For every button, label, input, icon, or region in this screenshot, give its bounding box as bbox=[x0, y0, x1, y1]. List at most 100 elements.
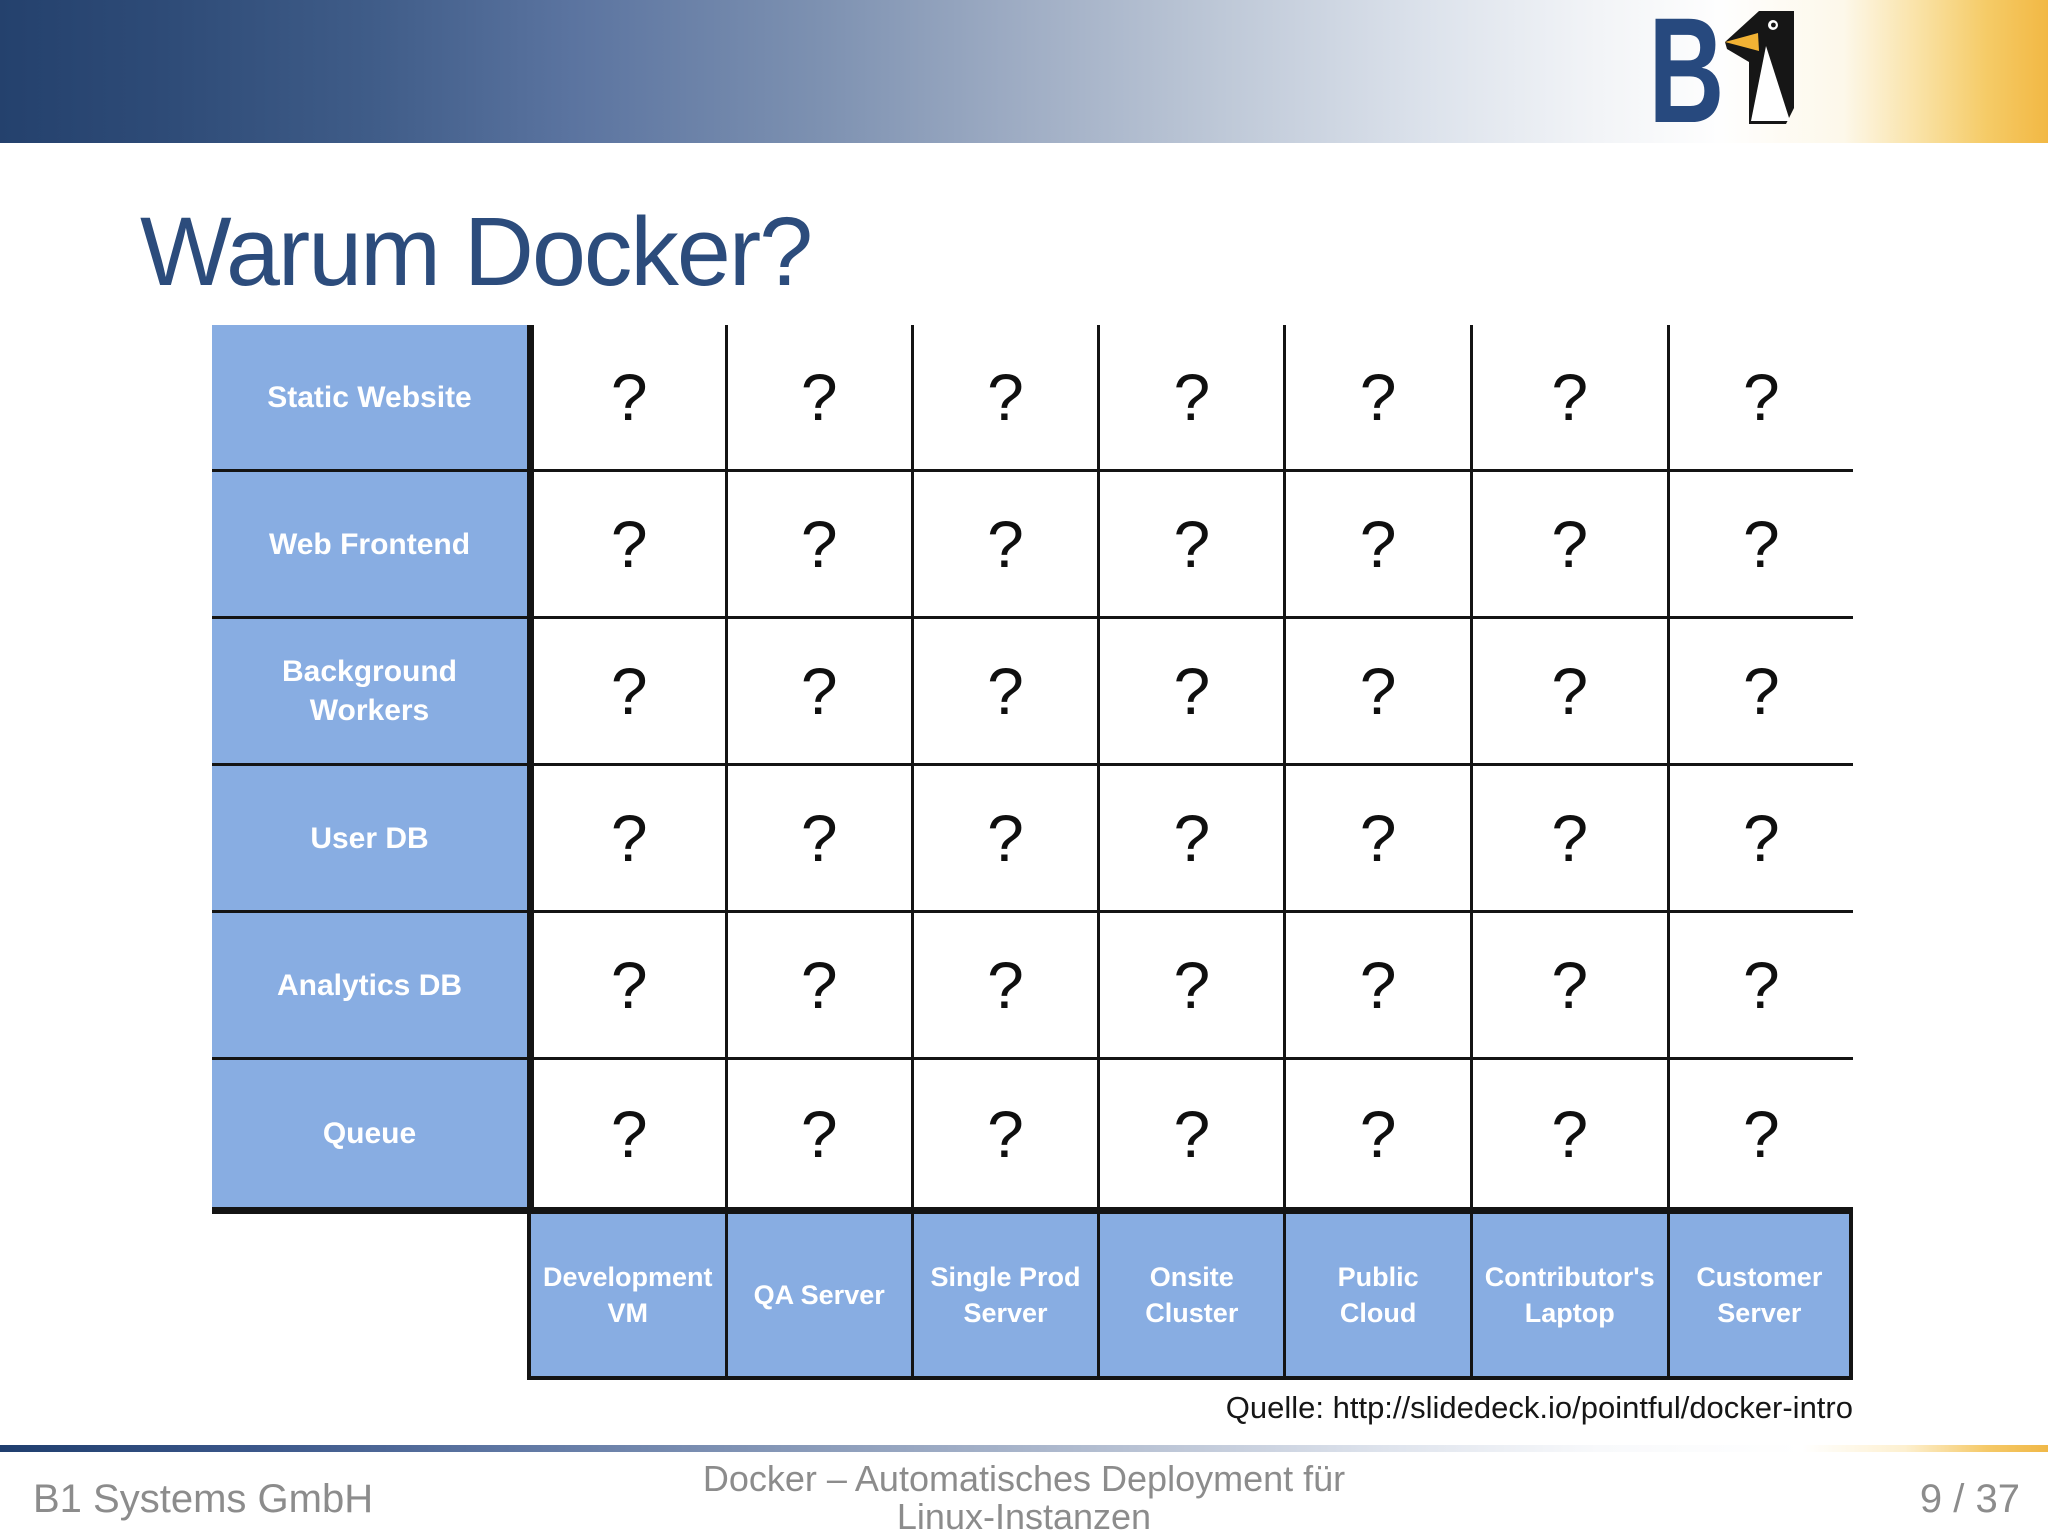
row-header-static-website: Static Website bbox=[212, 325, 527, 472]
matrix-cell-user-db--qa-server: ? bbox=[724, 766, 911, 913]
matrix-cell-static-website--development-vm: ? bbox=[527, 325, 725, 472]
question-mark: ? bbox=[1551, 654, 1589, 728]
question-mark: ? bbox=[1359, 360, 1397, 434]
question-mark: ? bbox=[1551, 507, 1589, 581]
svg-text:B: B bbox=[1649, 8, 1725, 128]
question-mark: ? bbox=[987, 1096, 1024, 1171]
question-mark: ? bbox=[1551, 948, 1589, 1022]
matrix-cell-static-website--contributor-s-laptop: ? bbox=[1469, 325, 1667, 472]
b1-logo: B bbox=[1649, 8, 1794, 128]
row-header-label: Analytics DB bbox=[276, 968, 463, 1002]
question-mark: ? bbox=[1173, 801, 1211, 875]
question-mark: ? bbox=[1359, 948, 1397, 1022]
matrix-cell-static-website--customer-server: ? bbox=[1666, 325, 1853, 472]
matrix-cell-queue--development-vm: ? bbox=[527, 1060, 725, 1207]
row-header-queue: Queue bbox=[212, 1060, 527, 1207]
question-mark: ? bbox=[1551, 360, 1589, 434]
question-mark: ? bbox=[610, 654, 648, 728]
footer-deck-title: Docker – Automatisches Deployment für Li… bbox=[703, 1460, 1345, 1536]
matrix-cell-web-frontend--customer-server: ? bbox=[1666, 472, 1853, 619]
question-mark: ? bbox=[1742, 654, 1780, 728]
matrix-cell-queue--public-cloud: ? bbox=[1283, 1060, 1470, 1207]
question-mark: ? bbox=[800, 654, 838, 728]
question-mark: ? bbox=[1742, 507, 1780, 581]
thick-divider-line bbox=[212, 1207, 1853, 1214]
question-mark: ? bbox=[1359, 654, 1397, 728]
matrix-cell-static-website--public-cloud: ? bbox=[1283, 325, 1470, 472]
footer-company: B1 Systems GmbH bbox=[33, 1477, 374, 1521]
column-header-qa-server: QA Server bbox=[724, 1214, 911, 1380]
matrix-cell-background-workers--single-prod-server: ? bbox=[910, 619, 1098, 766]
column-header-customer-server: Customer Server bbox=[1666, 1214, 1853, 1380]
row-header-web-frontend: Web Frontend bbox=[212, 472, 527, 619]
question-mark: ? bbox=[1359, 1096, 1397, 1171]
matrix-cell-user-db--single-prod-server: ? bbox=[910, 766, 1098, 913]
column-header-label: Single Prod Server bbox=[930, 1261, 1081, 1328]
question-mark: ? bbox=[987, 360, 1024, 434]
matrix-cell-analytics-db--customer-server: ? bbox=[1666, 913, 1853, 1060]
question-mark: ? bbox=[1173, 1096, 1211, 1171]
matrix-cell-queue--contributor-s-laptop: ? bbox=[1469, 1060, 1667, 1207]
question-mark: ? bbox=[1359, 801, 1397, 875]
question-mark: ? bbox=[800, 1096, 838, 1171]
question-mark: ? bbox=[1742, 360, 1780, 434]
question-mark: ? bbox=[610, 1096, 648, 1171]
question-mark: ? bbox=[1742, 1096, 1780, 1171]
question-mark: ? bbox=[1551, 1096, 1589, 1171]
matrix-cell-queue--onsite-cluster: ? bbox=[1097, 1060, 1284, 1207]
matrix-cell-web-frontend--single-prod-server: ? bbox=[910, 472, 1098, 619]
row-header-analytics-db: Analytics DB bbox=[212, 913, 527, 1060]
matrix-cell-static-website--single-prod-server: ? bbox=[910, 325, 1098, 472]
question-mark: ? bbox=[800, 360, 838, 434]
matrix-cell-background-workers--customer-server: ? bbox=[1666, 619, 1853, 766]
question-mark: ? bbox=[1742, 948, 1780, 1022]
row-header-label: Web Frontend bbox=[268, 527, 471, 561]
footer-deck-title-line1: Docker – Automatisches Deployment für bbox=[702, 1458, 1346, 1499]
penguin-icon bbox=[1725, 11, 1794, 124]
page-title: Warum Docker? bbox=[140, 197, 813, 306]
question-mark: ? bbox=[610, 360, 648, 434]
matrix-cell-queue--qa-server: ? bbox=[724, 1060, 911, 1207]
column-header-contributor-s-laptop: Contributor's Laptop bbox=[1469, 1214, 1667, 1380]
footer-page-number: 9 / 37 bbox=[1919, 1477, 2020, 1521]
matrix-cell-static-website--onsite-cluster: ? bbox=[1097, 325, 1284, 472]
column-header-label: Customer Server bbox=[1696, 1261, 1823, 1328]
matrix-cell-user-db--contributor-s-laptop: ? bbox=[1469, 766, 1667, 913]
question-mark: ? bbox=[1173, 654, 1211, 728]
matrix-cell-analytics-db--public-cloud: ? bbox=[1283, 913, 1470, 1060]
question-mark: ? bbox=[800, 801, 838, 875]
matrix-cell-web-frontend--public-cloud: ? bbox=[1283, 472, 1470, 619]
question-mark: ? bbox=[610, 948, 648, 1022]
matrix-cell-background-workers--onsite-cluster: ? bbox=[1097, 619, 1284, 766]
row-header-label: Static Website bbox=[267, 380, 472, 414]
question-mark: ? bbox=[987, 507, 1024, 581]
row-header-background-workers: Background Workers bbox=[212, 619, 527, 766]
question-mark: ? bbox=[800, 948, 838, 1022]
footer-deck-title-line2: Linux-Instanzen bbox=[896, 1495, 1152, 1536]
column-header-label: Onsite Cluster bbox=[1145, 1261, 1239, 1328]
column-header-label: QA Server bbox=[753, 1279, 885, 1310]
logo-letter-b: B bbox=[1649, 8, 1725, 128]
question-mark: ? bbox=[1173, 507, 1211, 581]
column-header-label: Development VM bbox=[543, 1261, 713, 1328]
matrix-cell-background-workers--public-cloud: ? bbox=[1283, 619, 1470, 766]
header-gradient-bar: B bbox=[0, 0, 2048, 143]
question-mark: ? bbox=[610, 507, 648, 581]
question-mark: ? bbox=[987, 948, 1024, 1022]
question-mark: ? bbox=[1742, 801, 1780, 875]
matrix-cell-user-db--public-cloud: ? bbox=[1283, 766, 1470, 913]
row-header-label: User DB bbox=[310, 821, 429, 855]
column-header-label: Contributor's Laptop bbox=[1484, 1261, 1655, 1328]
matrix-cell-analytics-db--development-vm: ? bbox=[527, 913, 725, 1060]
matrix-cell-static-website--qa-server: ? bbox=[724, 325, 911, 472]
matrix-table: Static Website??????? Web Frontend???????… bbox=[212, 325, 1853, 1380]
question-mark: ? bbox=[800, 507, 838, 581]
column-header-onsite-cluster: Onsite Cluster bbox=[1097, 1214, 1284, 1380]
matrix-cell-analytics-db--onsite-cluster: ? bbox=[1097, 913, 1284, 1060]
matrix-cell-user-db--development-vm: ? bbox=[527, 766, 725, 913]
question-mark: ? bbox=[987, 801, 1024, 875]
matrix-cell-web-frontend--onsite-cluster: ? bbox=[1097, 472, 1284, 619]
matrix-cell-background-workers--contributor-s-laptop: ? bbox=[1469, 619, 1667, 766]
matrix-cell-web-frontend--contributor-s-laptop: ? bbox=[1469, 472, 1667, 619]
